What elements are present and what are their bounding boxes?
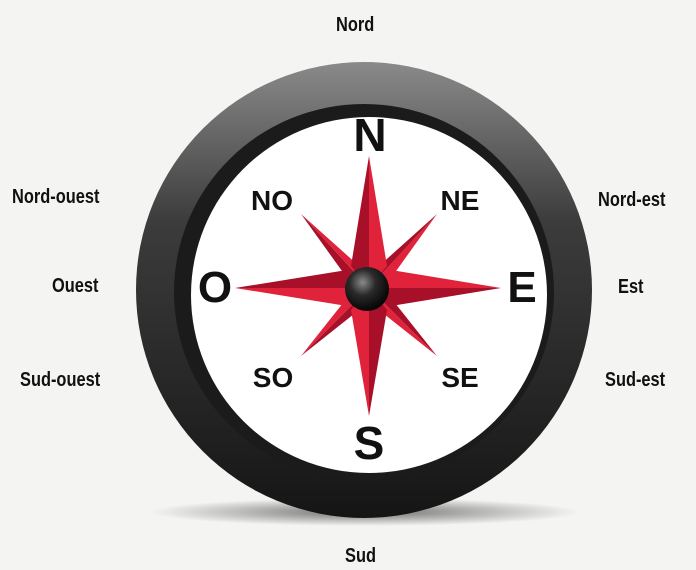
dial-label-ne: NE <box>441 185 480 216</box>
dial-label-s: S <box>354 417 385 469</box>
label-nord: Nord <box>336 14 374 37</box>
dial-label-no: NO <box>251 185 293 216</box>
dial-label-se: SE <box>441 362 478 393</box>
label-sud-ouest: Sud-ouest <box>20 369 100 392</box>
label-nord-est: Nord-est <box>598 189 665 212</box>
label-nord-ouest: Nord-ouest <box>12 186 99 209</box>
dial-label-e: E <box>507 263 536 312</box>
dial-label-o: O <box>198 263 232 312</box>
label-est: Est <box>618 276 644 299</box>
compass-hub <box>345 267 389 311</box>
label-sud: Sud <box>345 545 376 568</box>
dial-label-n: N <box>353 109 386 161</box>
label-sud-est: Sud-est <box>605 369 665 392</box>
label-ouest: Ouest <box>52 275 98 298</box>
dial-label-so: SO <box>253 362 293 393</box>
